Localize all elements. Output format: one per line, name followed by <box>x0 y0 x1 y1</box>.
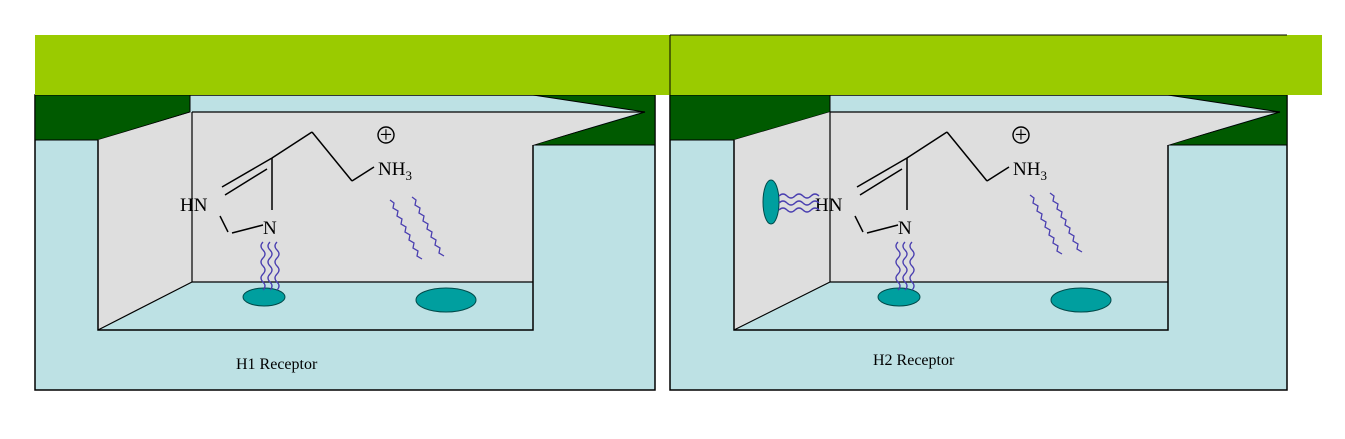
ionic-wavy-lines <box>389 196 445 260</box>
histamine-molecule <box>219 131 375 234</box>
nh3-label: NH3 <box>378 159 412 183</box>
pocket-outline <box>97 140 534 331</box>
wall-binding-site <box>762 179 780 225</box>
hn-label: HN <box>815 195 843 216</box>
h-bond-wavy-lines <box>895 241 915 291</box>
binding-site <box>242 287 286 307</box>
membrane-band-left <box>35 35 670 95</box>
pocket-floor-diagonal <box>97 281 193 331</box>
h2-receptor-panel: HN N NH3 + H2 Receptor <box>669 94 1288 391</box>
binding-site <box>415 287 477 313</box>
panel-caption: H2 Receptor <box>873 352 955 369</box>
nh3-label: NH3 <box>1013 159 1047 183</box>
histamine-molecule <box>854 131 1010 234</box>
h-bond-wavy-lines <box>260 241 280 291</box>
membrane-band-right <box>670 35 1322 95</box>
h1-receptor-panel: HN N NH3 + H1 Receptor <box>34 94 656 391</box>
binding-pocket <box>734 112 1275 330</box>
panel-caption: H1 Receptor <box>236 356 318 373</box>
ionic-wavy-lines <box>1029 192 1083 255</box>
binding-site <box>1050 287 1112 313</box>
positive-charge-icon: + <box>377 122 395 147</box>
n-label: N <box>898 218 912 239</box>
positive-charge-icon: + <box>1012 122 1030 147</box>
binding-site <box>877 287 921 307</box>
pocket-outline <box>733 140 1169 331</box>
svg-text:+: + <box>1015 122 1027 147</box>
n-label: N <box>263 218 277 239</box>
wall-h-bond-wavy-lines <box>778 193 820 213</box>
binding-pocket <box>98 112 640 330</box>
hn-label: HN <box>180 195 208 216</box>
svg-text:+: + <box>380 122 392 147</box>
pocket-floor-diagonal <box>733 281 831 331</box>
